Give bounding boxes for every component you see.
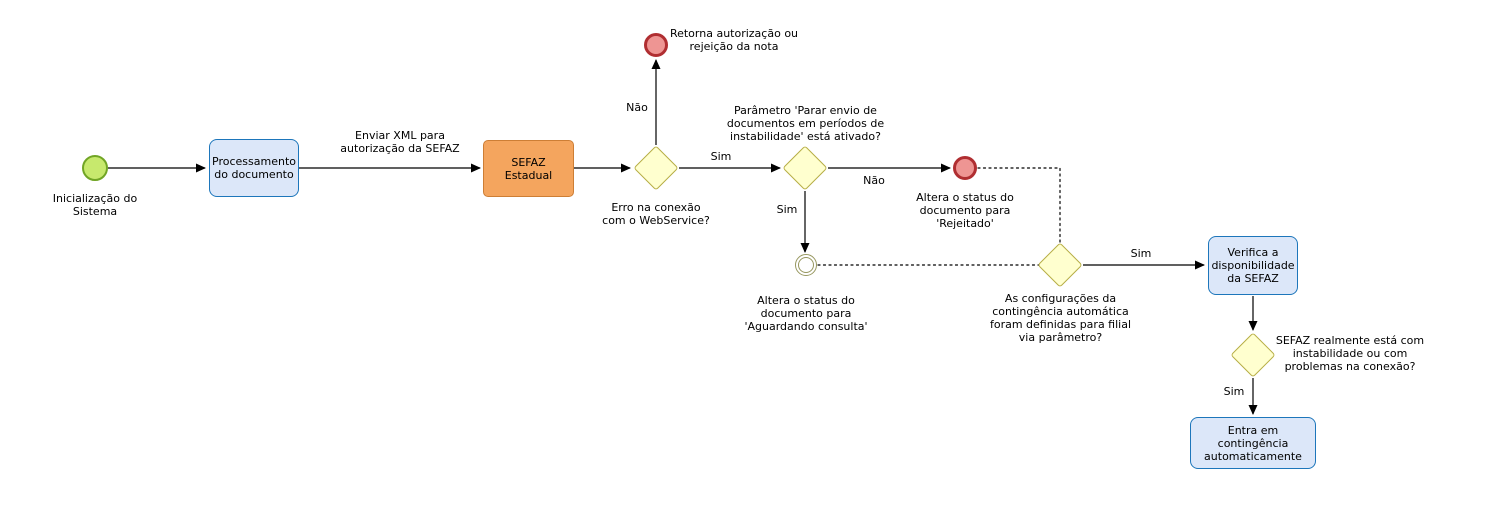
intermediate-event-aguardando-label: Altera o status do documento para 'Aguar… xyxy=(744,294,868,333)
edge-label-sim-4: Sim xyxy=(1223,385,1245,398)
end-event-retorna[interactable] xyxy=(644,33,668,57)
start-event-label: Inicialização do Sistema xyxy=(52,192,138,218)
edge-label-nao-1: Não xyxy=(626,101,648,114)
end-event-rejeitado-label: Altera o status do documento para 'Rejei… xyxy=(916,191,1014,230)
edge-label-enviar-xml: Enviar XML para autorização da SEFAZ xyxy=(340,129,460,155)
task-sefaz-estadual-label: SEFAZ Estadual xyxy=(504,155,553,182)
gateway-parametro-label: Parâmetro 'Parar envio de documentos em … xyxy=(726,104,885,143)
intermediate-event-inner-ring xyxy=(798,257,814,273)
end-event-rejeitado[interactable] xyxy=(953,156,977,180)
association-rejeitado-to-gateway-configuracoes xyxy=(977,167,1061,246)
task-processamento-label: Processamento do documento xyxy=(212,155,296,181)
edge-label-nao-2: Não xyxy=(863,174,885,187)
task-entra-contingencia[interactable]: Entra em contingência automaticamente xyxy=(1190,417,1316,469)
gateway-sefaz-instavel-label: SEFAZ realmente está com instabilidade o… xyxy=(1275,334,1425,373)
gateway-configuracoes-label: As configurações da contingência automát… xyxy=(989,292,1132,344)
intermediate-event-aguardando[interactable] xyxy=(795,254,817,276)
end-event-retorna-label: Retorna autorização ou rejeição da nota xyxy=(669,27,799,53)
start-event[interactable] xyxy=(82,155,108,181)
task-entra-contingencia-label: Entra em contingência automaticamente xyxy=(1204,423,1302,463)
edge-label-sim-2: Sim xyxy=(776,203,798,216)
edge-label-sim-3: Sim xyxy=(1130,247,1152,260)
task-verifica-disponibilidade-label: Verifica a disponibilidade da SEFAZ xyxy=(1211,246,1295,285)
task-processamento[interactable]: Processamento do documento xyxy=(209,139,299,197)
gateway-erro-conexao-label: Erro na conexão com o WebService? xyxy=(602,201,710,227)
edge-label-sim-1: Sim xyxy=(710,150,732,163)
task-sefaz-estadual[interactable]: SEFAZ Estadual xyxy=(483,140,574,197)
task-verifica-disponibilidade[interactable]: Verifica a disponibilidade da SEFAZ xyxy=(1208,236,1298,295)
